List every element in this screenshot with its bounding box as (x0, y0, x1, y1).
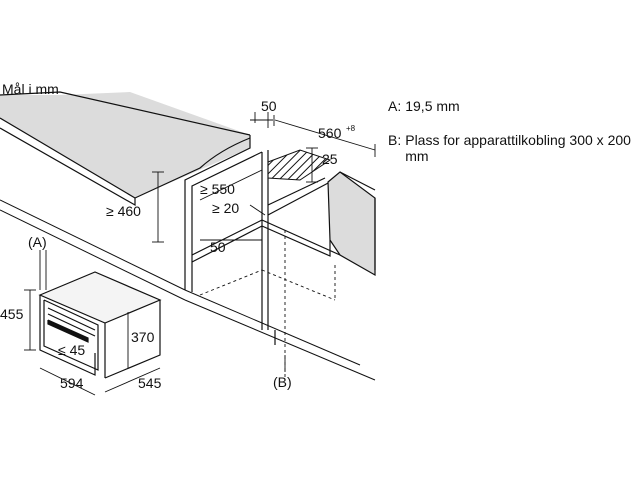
oven (38, 271, 162, 379)
dim-gte-460: ≥ 460 (106, 203, 141, 219)
legend-b-text: Plass for apparattilkobling 300 x 200 mm (405, 132, 631, 164)
units-title: Mål i mm (2, 81, 59, 97)
countertop-right (327, 171, 376, 277)
dim-gte-20: ≥ 20 (212, 200, 239, 216)
dim-lte-45: ≤ 45 (58, 342, 85, 358)
dim-560: 560 (318, 125, 342, 141)
dim-25: 25 (322, 151, 338, 167)
dim-560-tolerance: +8 (346, 124, 356, 133)
legend-a-text: 19,5 mm (405, 98, 460, 114)
dim-inner-50: 50 (210, 239, 226, 255)
legend-a-key: A: (388, 98, 402, 114)
hidden-lines (199, 165, 336, 380)
dimension-lines (24, 112, 376, 396)
dim-594: 594 (60, 375, 84, 391)
connection-space-hatch (267, 149, 332, 181)
dim-545: 545 (138, 375, 162, 391)
legend-b: B:Plass for apparattilkobling 300 x 200 … (388, 132, 635, 164)
dim-gte-550: ≥ 550 (200, 181, 235, 197)
callout-a: (A) (28, 234, 47, 250)
floor-lines (0, 199, 376, 381)
dim-50-top: 50 (261, 98, 277, 114)
legend-b-key: B: (388, 132, 402, 148)
dim-370: 370 (131, 329, 155, 345)
callout-b: (B) (273, 374, 292, 390)
dim-455: 455 (0, 306, 24, 322)
legend-a: A:19,5 mm (388, 98, 460, 114)
countertop-left (0, 91, 251, 207)
